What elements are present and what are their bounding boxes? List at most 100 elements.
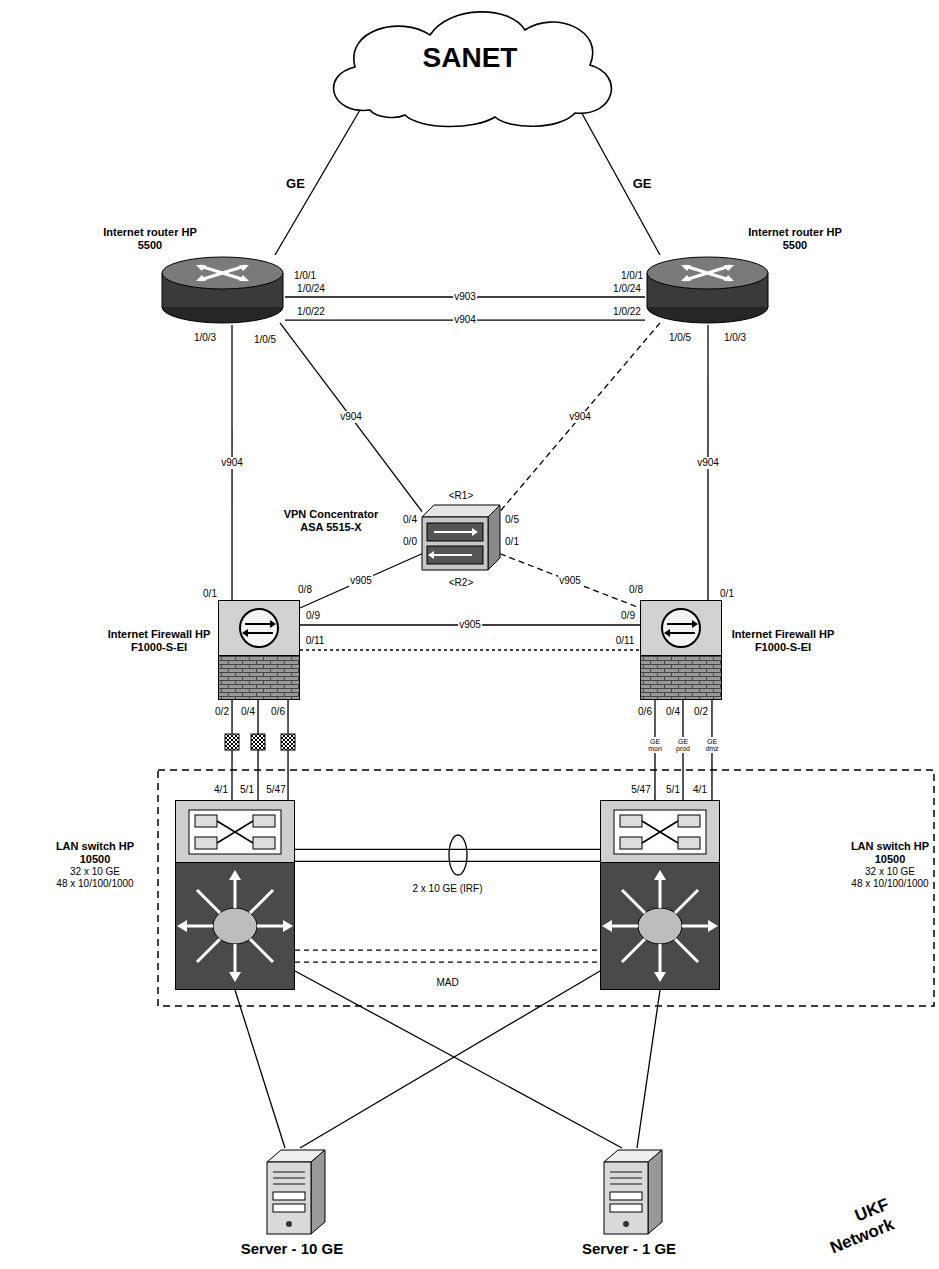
- router-icon: Internet router HP 5500: [645, 255, 770, 325]
- network-link: [295, 849, 600, 861]
- cable-tag: GE dmz: [703, 737, 721, 753]
- irf-bundle-ring: [449, 835, 467, 875]
- link-line: [295, 971, 622, 1148]
- port-label: 0/1: [202, 588, 218, 600]
- network-link: [275, 110, 360, 255]
- lan-switch-shape: [175, 800, 295, 990]
- cable-tag: GE prod: [674, 737, 692, 753]
- node-title: LAN switch HP 10500: [850, 840, 930, 866]
- port-label: 1/0/1: [293, 270, 317, 282]
- network-link: [235, 990, 285, 1148]
- link-line: [235, 990, 285, 1148]
- port-label: 0/4: [402, 514, 418, 526]
- port-label: 0/2: [214, 706, 230, 718]
- link-line: [300, 649, 640, 650]
- server-icon-shape: [255, 1148, 330, 1236]
- port-label: 0/5: [504, 514, 520, 526]
- port-label: 0/6: [270, 706, 286, 718]
- network-link: [280, 323, 422, 512]
- node-label: Internet router HP 5500: [745, 226, 845, 252]
- node-title: Server - 1 GE: [554, 1240, 704, 1258]
- link-line: [500, 323, 660, 512]
- node-title: Internet Firewall HP F1000-S-EI: [104, 628, 214, 654]
- link-label: v904: [453, 314, 477, 326]
- link-label: v904: [339, 411, 363, 423]
- port-label: 0/11: [305, 635, 326, 647]
- port-label: 5/1: [239, 784, 255, 796]
- port-label: 0/9: [620, 610, 636, 622]
- port-label: 4/1: [692, 784, 708, 796]
- link-line: [500, 554, 640, 608]
- port-label: 0/9: [305, 610, 321, 622]
- port-label: 0/4: [665, 706, 681, 718]
- firewall-icon: Internet Firewall HP F1000-S-EI: [218, 600, 300, 700]
- port-label: 0/2: [693, 706, 709, 718]
- cable-marker: [251, 734, 265, 750]
- port-label: 0/11: [615, 635, 636, 647]
- server-icon: Server - 10 GE: [255, 1148, 330, 1236]
- node-title: Internet Firewall HP F1000-S-EI: [728, 628, 838, 654]
- port-label: 1/0/3: [193, 332, 217, 344]
- port-label: 0/1: [504, 536, 520, 548]
- link-label: v903: [453, 291, 477, 303]
- cable-tag: GE mon: [646, 737, 664, 753]
- node-detail: 48 x 10/100/1000: [850, 878, 930, 890]
- node-label: LAN switch HP 1050032 x 10 GE48 x 10/100…: [40, 840, 150, 890]
- link-line: [275, 110, 360, 255]
- lan-switch: LAN switch HP 1050032 x 10 GE48 x 10/100…: [175, 800, 295, 990]
- link-line: [637, 990, 660, 1148]
- lan-group-box: [158, 770, 934, 1006]
- router-icon: Internet router HP 5500: [160, 255, 285, 325]
- port-label: 5/47: [265, 784, 286, 796]
- node-detail: 32 x 10 GE: [850, 866, 930, 878]
- port-label: <R1>: [448, 490, 474, 502]
- node-label: Server - 10 GE: [217, 1240, 367, 1258]
- lan-switch-shape: [600, 800, 720, 990]
- node-title: Internet router HP 5500: [745, 226, 845, 252]
- cable-marker: [225, 734, 239, 750]
- link-line: [580, 110, 660, 255]
- cable-marker: [281, 734, 295, 750]
- port-label: 0/8: [628, 584, 644, 596]
- node-title: SANET: [423, 42, 518, 74]
- node-title: VPN Concentrator ASA 5515-X: [276, 508, 386, 534]
- node-label: SANET: [310, 5, 630, 110]
- port-label: 0/0: [402, 536, 418, 548]
- node-label: Internet Firewall HP F1000-S-EI: [728, 628, 838, 654]
- link-label: MAD: [435, 977, 459, 989]
- link-line: [280, 323, 422, 512]
- node-label: Internet Firewall HP F1000-S-EI: [104, 628, 214, 654]
- link-line: [295, 849, 600, 850]
- port-label: 0/4: [240, 706, 256, 718]
- network-link: [300, 554, 422, 608]
- router-icon-shape: [645, 255, 770, 325]
- port-label: 0/8: [297, 584, 313, 596]
- network-link: [500, 323, 660, 512]
- port-label: 1/0/5: [668, 332, 692, 344]
- node-label: LAN switch HP 1050032 x 10 GE48 x 10/100…: [850, 840, 930, 890]
- network-link: [500, 554, 640, 608]
- network-link: [300, 650, 640, 651]
- node-label: Server - 1 GE: [554, 1240, 704, 1258]
- port-label: 0/1: [719, 588, 735, 600]
- firewall-icon-shape: [640, 600, 722, 700]
- vpn-concentrator: VPN Concentrator ASA 5515-X: [422, 505, 500, 570]
- node-title: Internet router HP 5500: [100, 226, 200, 252]
- link-label: v904: [220, 457, 244, 469]
- port-label: 5/47: [630, 784, 651, 796]
- network-link: [637, 990, 660, 1148]
- port-label: 1/0/5: [253, 334, 277, 346]
- link-label: 2 x 10 GE (IRF): [412, 883, 484, 895]
- link-label: v904: [568, 411, 592, 423]
- link-line: [295, 861, 600, 862]
- port-label: 1/0/24: [296, 283, 326, 295]
- link-label: v904: [696, 457, 720, 469]
- firewall-icon-shape: [218, 600, 300, 700]
- lan-switch: LAN switch HP 1050032 x 10 GE48 x 10/100…: [600, 800, 720, 990]
- port-label: 1/0/1: [620, 270, 644, 282]
- node-label: VPN Concentrator ASA 5515-X: [276, 508, 386, 534]
- link-line: [295, 949, 600, 950]
- server-icon-shape: [592, 1148, 667, 1236]
- port-label: 1/0/22: [296, 306, 326, 318]
- router-icon-shape: [160, 255, 285, 325]
